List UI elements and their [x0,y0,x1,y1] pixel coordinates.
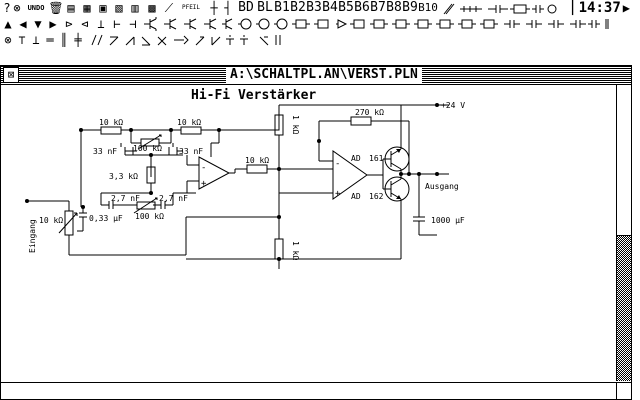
font-b3-button[interactable]: B3 [306,0,322,15]
label-r-top-right: 10 kΩ [177,118,201,127]
opamp-2 [332,150,368,200]
resistor-1k-bottom [274,238,284,260]
cross-connector-icon[interactable]: ╪ [74,33,82,47]
label-c27-right: 2,7 nF [159,194,188,203]
close-button[interactable]: ⊠ [3,67,19,83]
horizontal-scrollbar[interactable] [1,382,617,399]
label-r-vert-bot: 1 kΩ [291,241,300,260]
play-icon[interactable]: ▶ [622,1,630,15]
amp-right-icon[interactable]: ⊳ [65,17,73,31]
print-icon[interactable]: ▤ [67,1,75,15]
clock-icon: ⏐ [568,0,577,16]
opamp-1 [198,156,231,190]
line-tool-icon[interactable]: ⟋ [164,1,174,15]
diode-left-icon[interactable]: ◀ [19,17,27,31]
trash-icon[interactable]: 🗑 [48,1,64,15]
frame-icon[interactable]: ▣ [99,1,107,15]
double-line-h-icon[interactable]: ═ [46,33,54,47]
label-r33k: 3,3 kΩ [109,172,138,181]
label-ad162-b: 162 [369,192,384,201]
font-b4-button[interactable]: B4 [322,0,338,15]
label-c27-left: 2,7 nF [111,194,140,203]
font-bd-button[interactable]: BD [238,0,254,15]
amp-left-icon[interactable]: ⊲ [81,17,89,31]
label-pot-bottom: 100 kΩ [135,212,164,221]
resize-corner[interactable] [616,382,631,399]
component-symbols-row-1[interactable] [440,2,560,16]
delete-icon[interactable]: ⊗ [13,1,21,15]
label-c033: 0,33 µF [89,214,123,223]
label-pot-top: 100 kΩ [133,144,162,153]
label-r270: 270 kΩ [355,108,384,117]
clock: ⏐ 14:37 ▶ [569,0,630,16]
opamp1-minus: - [201,163,206,173]
font-b8-button[interactable]: B8 [386,0,402,15]
fill-icon[interactable]: ▩ [148,1,156,15]
label-c1000: 1000 µF [431,216,465,225]
schematic-drawing: Hi-Fi Verstärker 10 kΩ 10 kΩ 100 kΩ 33 n… [25,88,465,269]
opamp2-plus: + [335,189,341,199]
document-window: ⊠ A:\SCHALTPL.AN\VERST.PLN [0,65,632,400]
clock-time: 14:37 [578,0,621,16]
component-symbols-row-3[interactable] [88,33,288,47]
window-titlebar[interactable]: ⊠ A:\SCHALTPL.AN\VERST.PLN [1,66,631,85]
tool-row-1: ? ⊗ UNDO 🗑 ▤ ▦ ▣ ▧ ▥ ▩ ⟋ PFEIL ┼ ┤ BD BL… [0,0,640,16]
label-c33-right: 33 nF [179,147,203,156]
tool-row-3: ⊗ ⊤ ⊥ ═ ║ ╪ [0,32,640,48]
tool-row-2: ▲ ◀ ▼ ▶ ⊳ ⊲ ⊥ ⊢ ⊣ [0,16,640,32]
copy-icon[interactable]: ▧ [115,1,123,15]
label-r-top-left: 10 kΩ [99,118,123,127]
tool-palette: ? ⊗ UNDO 🗑 ▤ ▦ ▣ ▧ ▥ ▩ ⟋ PFEIL ┼ ┤ BD BL… [0,0,640,48]
terminal-right-icon[interactable]: ⊢ [113,17,121,31]
ground-top-icon[interactable]: ⊤ [18,33,26,47]
junction-icon[interactable]: ┼ [210,1,218,15]
component-symbols-row-2[interactable] [142,17,612,31]
window-title: A:\SCHALTPL.AN\VERST.PLN [226,67,422,83]
resistor-10k-mid [246,164,268,174]
ground-bottom-icon[interactable]: ⊥ [32,33,40,47]
resistor-10k-top-right [180,126,202,135]
font-bl-button[interactable]: BL [257,0,273,15]
schematic-title-text: Hi-Fi Verstärker [191,88,316,103]
potentiometer-input [64,210,74,236]
opamp1-plus: + [201,179,207,189]
font-b5-button[interactable]: B5 [338,0,354,15]
double-line-v-icon[interactable]: ║ [60,33,68,47]
tee-icon[interactable]: ┤ [224,1,232,15]
label-r-mid: 10 kΩ [245,156,269,165]
diode-down-icon[interactable]: ▼ [34,17,42,31]
label-r-vert-top: 1 kΩ [291,115,300,134]
label-input: Eingang [28,219,37,253]
opamp2-minus: - [335,159,340,169]
resistor-270k [350,116,372,126]
font-b10-button[interactable]: B10 [418,1,438,14]
font-b1-button[interactable]: B1 [274,0,290,15]
label-c33-left: 33 nF [93,147,117,156]
diode-up-icon[interactable]: ▲ [4,17,12,31]
label-vcc: +24 V [441,101,465,110]
diode-right-icon[interactable]: ▶ [49,17,57,31]
grid-icon[interactable]: ▦ [83,1,91,15]
terminal-left-icon[interactable]: ⊣ [129,17,137,31]
arrow-tool-button[interactable]: PFEIL [181,4,201,11]
vertical-scrollbar[interactable] [616,85,631,381]
label-pot-input: 10 kΩ [39,216,63,225]
label-output: Ausgang [425,182,459,191]
font-b7-button[interactable]: B7 [370,0,386,15]
resistor-10k-top-left [100,126,122,135]
vertical-scroll-thumb[interactable] [617,85,631,236]
label-ad162-a: AD [351,192,361,201]
font-b9-button[interactable]: B9 [402,0,418,15]
label-ad161-b: 161 [369,154,384,163]
crossed-circle-icon[interactable]: ⊗ [4,33,12,47]
block-icon[interactable]: ▥ [131,1,139,15]
undo-button[interactable]: UNDO [27,4,45,12]
ground-icon[interactable]: ⊥ [97,17,105,31]
label-ad161-a: AD [351,154,361,163]
font-b2-button[interactable]: B2 [290,0,306,15]
help-icon[interactable]: ? [3,1,11,15]
font-b6-button[interactable]: B6 [354,0,370,15]
schematic-canvas[interactable]: Hi-Fi Verstärker 10 kΩ 10 kΩ 100 kΩ 33 n… [1,85,617,381]
